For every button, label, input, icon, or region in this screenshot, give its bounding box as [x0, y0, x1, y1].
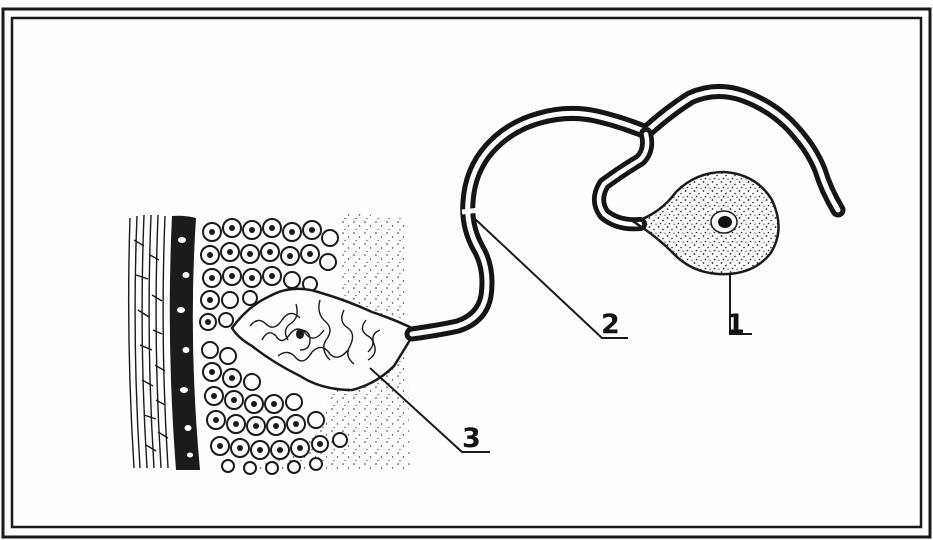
node-of-ranvier — [462, 210, 480, 212]
neuron-cell-body — [634, 172, 779, 274]
fibrous-layer — [129, 215, 168, 468]
basal-cell-layer — [170, 216, 200, 470]
neuron-nucleolus — [718, 216, 732, 228]
nerve-ending-nucleus — [296, 329, 304, 339]
callout-label-2: 2 — [601, 311, 620, 338]
callout-label-3: 3 — [462, 425, 481, 452]
nerve-branch-sheath — [599, 134, 647, 224]
callout-label-1: 1 — [726, 311, 745, 338]
